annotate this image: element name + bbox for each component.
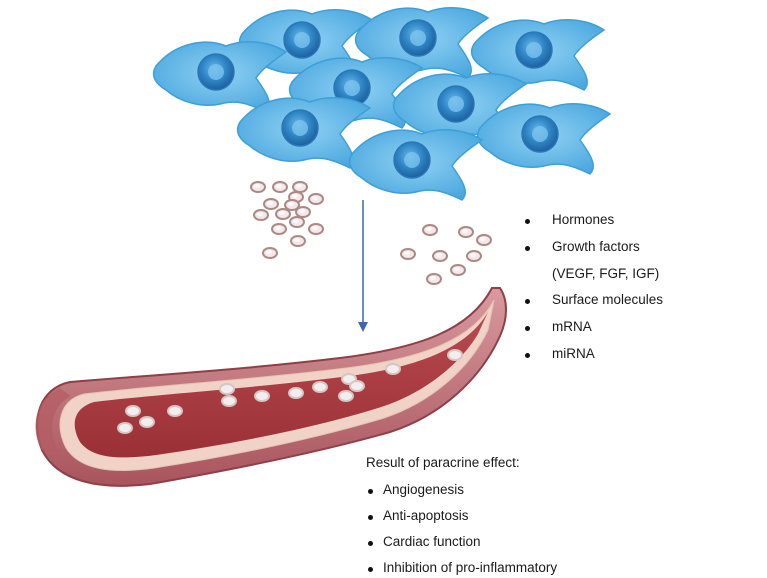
vesicle-cluster-right [400,224,492,285]
extracellular-vesicle-icon [275,208,291,220]
extracellular-vesicle-icon [292,181,308,193]
list-item: Anti-apoptosis [383,508,469,523]
extracellular-vesicle-icon [290,235,306,247]
stem-cell-icon [152,40,287,113]
extracellular-vesicle-icon [167,405,183,417]
stem-cell-cluster [152,6,611,201]
extracellular-vesicle-icon [254,390,270,402]
bullet-icon [368,489,373,494]
extracellular-vesicle-icon [450,264,466,276]
extracellular-vesicle-icon [476,234,492,246]
extracellular-vesicle-icon [272,181,288,193]
extracellular-vesicle-icon [308,193,324,205]
extracellular-vesicle-icon [263,198,279,210]
stem-cell-icon [476,102,611,175]
extracellular-vesicle-icon [139,416,155,428]
bullet-icon [525,326,530,331]
extracellular-vesicle-icon [466,250,482,262]
list-item: miRNA [552,346,595,361]
effects-heading: Result of paracrine effect: [366,455,520,470]
list-item: Surface molecules [552,292,664,307]
extracellular-vesicle-icon [289,216,305,228]
list-item: Cardiac function [383,534,481,549]
extracellular-vesicle-icon [400,248,416,260]
list-item: Angiogenesis [383,482,465,497]
bullet-icon [525,246,530,251]
extracellular-vesicle-icon [253,209,269,221]
extracellular-vesicle-icon [288,387,304,399]
bullet-icon [525,299,530,304]
list-item-continuation: (VEGF, FGF, IGF) [552,266,660,281]
extracellular-vesicle-icon [219,383,235,395]
bullet-icon [525,219,530,224]
stem-cell-icon [348,128,483,201]
list-item: Growth factors [552,239,640,254]
extracellular-vesicle-icon [250,181,266,193]
extracellular-vesicle-icon [432,250,448,262]
extracellular-vesicle-icon [458,226,474,238]
bullet-icon [525,353,530,358]
extracellular-vesicle-icon [338,390,354,402]
extracellular-vesicle-icon [422,224,438,236]
bullet-icon [368,567,373,572]
list-item: mRNA [552,319,592,334]
list-item: Inhibition of pro-inflammatory [383,560,558,575]
extracellular-vesicle-icon [295,206,311,218]
extracellular-vesicle-icon [385,363,401,375]
extracellular-vesicle-icon [312,381,328,393]
vesicle-cluster-left [250,181,324,259]
extracellular-vesicle-icon [426,273,442,285]
blood-vessel-icon [35,287,507,487]
list-item: Hormones [552,212,615,227]
extracellular-vesicle-icon [447,349,463,361]
bullet-icon [368,541,373,546]
down-arrow-icon [358,200,368,332]
extracellular-vesicle-icon [271,223,287,235]
extracellular-vesicle-icon [262,247,278,259]
extracellular-vesicle-icon [308,223,324,235]
extracellular-vesicle-icon [125,405,141,417]
extracellular-vesicle-icon [349,380,365,392]
extracellular-vesicle-icon [221,395,237,407]
extracellular-vesicle-icon [117,422,133,434]
bullet-icon [368,515,373,520]
